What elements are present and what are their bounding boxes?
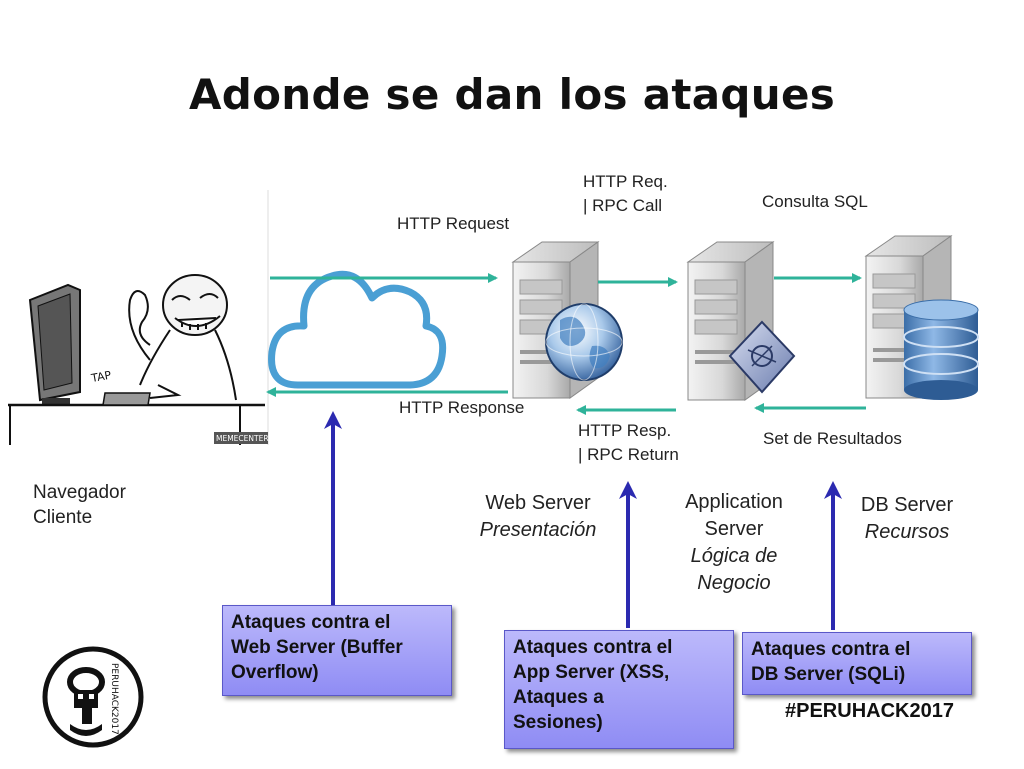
tier-web-server: Web Server Presentación — [468, 490, 608, 544]
attack-box-db-server: Ataques contra el DB Server (SQLi) — [742, 632, 972, 695]
label-consulta-sql: Consulta SQL — [762, 192, 868, 211]
database-icon — [903, 299, 979, 400]
logo-text: PERUHACK2017 — [109, 663, 119, 735]
tap-label: TAP — [89, 369, 112, 386]
tier-app-role-2: Negocio — [697, 572, 771, 594]
attack-web-line2: Web Server (Buffer — [231, 637, 403, 658]
attack-web-line1: Ataques contra el — [231, 612, 391, 633]
cloud-icon — [268, 270, 447, 389]
attack-web-line3: Overflow) — [231, 662, 319, 683]
client-label-line2: Cliente — [33, 507, 93, 528]
tier-web-role: Presentación — [479, 519, 597, 541]
client-label-line1: Navegador — [33, 482, 126, 503]
attack-db-line2: DB Server (SQLi) — [751, 664, 906, 685]
monitor-icon — [28, 283, 81, 406]
label-rpc-call: | RPC Call — [583, 196, 663, 215]
peruhack-logo: PERUHACK2017 — [42, 646, 144, 748]
globe-icon — [545, 303, 623, 381]
label-http-response: HTTP Response — [399, 398, 525, 417]
troll-face-icon — [128, 274, 237, 401]
attack-app-line3: Ataques a — [513, 687, 604, 708]
tier-app-name-1: Application — [685, 491, 783, 513]
attack-app-line2: App Server (XSS, — [513, 662, 670, 683]
attack-arrows — [324, 411, 842, 630]
hashtag: #PERUHACK2017 — [785, 700, 954, 722]
tier-app-name-2: Server — [704, 518, 764, 540]
attack-box-web-server: Ataques contra el Web Server (Buffer Ove… — [222, 605, 452, 696]
tier-db-role: Recursos — [864, 521, 950, 543]
flow-arrows — [266, 273, 866, 415]
label-http-resp: HTTP Resp. — [578, 421, 672, 440]
tier-db-name: DB Server — [860, 494, 954, 516]
tier-app-role-1: Lógica de — [690, 545, 778, 567]
slide-title: Adonde se dan los ataques — [188, 70, 836, 119]
label-http-request: HTTP Request — [397, 214, 510, 233]
label-set-resultados: Set de Resultados — [763, 429, 902, 448]
attack-box-app-server: Ataques contra el App Server (XSS, Ataqu… — [504, 630, 734, 749]
tier-web-name: Web Server — [485, 492, 591, 514]
image-credit: MEMECENTER.COM — [216, 434, 288, 443]
client-label: Navegador Cliente — [33, 480, 126, 530]
tier-db-server: DB Server Recursos — [846, 492, 968, 546]
attack-db-line1: Ataques contra el — [751, 639, 911, 660]
attack-app-line1: Ataques contra el — [513, 637, 673, 658]
label-http-req: HTTP Req. — [583, 172, 668, 191]
label-rpc-return: | RPC Return — [578, 445, 679, 464]
gear-diamond-icon — [728, 320, 796, 394]
attack-app-line4: Sesiones) — [513, 712, 603, 733]
tier-application-server: Application Server Lógica de Negocio — [668, 489, 800, 597]
client-illustration: TAP MEMECENTER.COM — [0, 190, 288, 445]
